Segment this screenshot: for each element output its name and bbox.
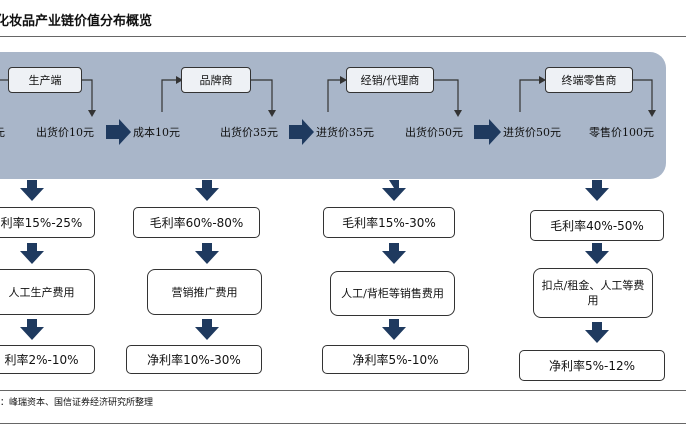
retailer-cost: 扣点/租金、人工等费用: [533, 268, 653, 318]
loop-arrowhead-4b: [648, 110, 656, 117]
producer-cost: 人工生产费用: [0, 269, 95, 315]
distributor-output-label: 出货价50元: [405, 126, 463, 139]
title-divider: [0, 36, 686, 37]
producer-output-label: 出货价10元: [36, 126, 94, 139]
down-arrow-3a: [382, 180, 406, 201]
producer-input-label: 元: [0, 124, 5, 140]
loop-line-4a: [519, 79, 545, 112]
loop-arrowhead-2b: [268, 110, 276, 117]
brand-gross-margin: 毛利率60%-80%: [133, 207, 260, 238]
stage-box-retailer: 终端零售商: [545, 67, 633, 93]
down-arrow-3c: [382, 319, 406, 340]
down-arrow-1c: [20, 319, 44, 340]
loop-arrowhead-1: [88, 110, 96, 117]
stage-arrow-1: [106, 119, 131, 145]
loop-arrowhead-4: [539, 76, 546, 84]
source-divider: [0, 390, 686, 391]
down-arrow-4a: [585, 180, 609, 201]
retailer-gross-margin: 毛利率40%-50%: [530, 210, 664, 241]
stage-box-producer: 生产端: [8, 67, 82, 93]
brand-output-label: 出货价35元: [220, 126, 278, 139]
down-arrow-1a: [20, 180, 44, 201]
down-arrow-4c: [585, 322, 609, 343]
loop-line-3a: [327, 79, 346, 112]
retailer-net-margin: 净利率5%-12%: [519, 350, 665, 381]
loop-line-2b: [250, 79, 273, 112]
page-title: 化妆品产业链价值分布概览: [0, 14, 153, 29]
loop-line-2a: [161, 79, 182, 112]
retailer-output-label: 零售价100元: [589, 126, 654, 139]
down-arrow-3b: [382, 243, 406, 264]
source-note: ：峰瑞资本、国信证券经济研究所整理: [0, 398, 154, 408]
loop-arrowhead-3b: [454, 110, 462, 117]
loop-line-4b: [632, 79, 653, 112]
retailer-input-label: 进货价50元: [503, 126, 561, 139]
stage-box-distributor: 经销/代理商: [346, 67, 434, 93]
brand-cost: 营销推广费用: [147, 269, 262, 315]
down-arrow-2a: [195, 180, 219, 201]
loop-line-3b: [432, 79, 459, 112]
distributor-net-margin: 净利率5%-10%: [322, 345, 469, 374]
loop-line-1b: [80, 79, 93, 110]
distributor-gross-margin: 毛利率15%-30%: [323, 207, 455, 238]
distributor-cost: 人工/背柜等销售费用: [330, 271, 455, 316]
down-arrow-2c: [195, 319, 219, 340]
stage-box-brand: 品牌商: [181, 67, 251, 93]
producer-net-margin: 利率2%-10%: [0, 345, 95, 374]
producer-gross-margin: 利率15%-25%: [0, 207, 95, 238]
brand-net-margin: 净利率10%-30%: [126, 345, 262, 374]
stage-arrow-2: [289, 119, 314, 145]
brand-input-label: 成本10元: [133, 126, 180, 139]
bottom-divider: [0, 423, 686, 424]
loop-arrowhead-2: [176, 76, 183, 84]
stage-arrow-3: [474, 119, 501, 145]
down-arrow-4b: [585, 243, 609, 264]
loop-arrowhead-3: [340, 76, 347, 84]
down-arrow-1b: [20, 243, 44, 264]
distributor-input-label: 进货价35元: [316, 126, 374, 139]
down-arrow-2b: [195, 243, 219, 264]
